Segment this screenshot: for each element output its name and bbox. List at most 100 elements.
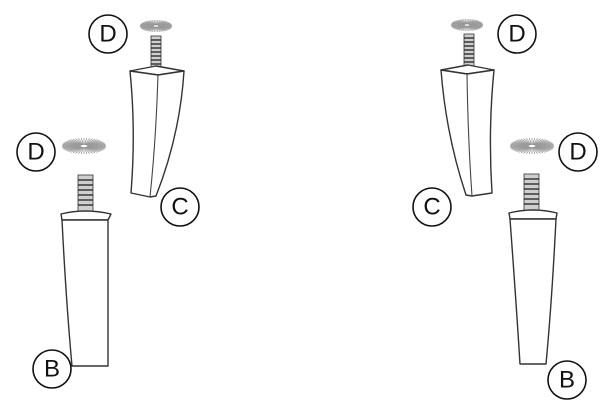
washer-ray: [525, 147, 532, 154]
washer-ray: [467, 19, 474, 25]
bolt-thread: [523, 173, 540, 213]
washer-ray: [516, 146, 530, 153]
washer-ray: [533, 147, 541, 154]
leg-body: [509, 218, 557, 365]
angled-leg-right: [440, 33, 495, 197]
washer-rays: [62, 137, 106, 155]
leg-top-face: [60, 210, 112, 221]
washer-ray: [467, 25, 474, 31]
washer-ray: [151, 26, 156, 33]
washer-ray: [528, 137, 532, 145]
washer-ray: [457, 19, 466, 25]
washer-ray: [88, 144, 106, 147]
washer-ray: [146, 20, 155, 26]
washer-ray: [468, 25, 476, 31]
callout-label: D: [508, 21, 525, 48]
washer-ray: [151, 19, 156, 26]
straight-leg-left: [60, 174, 112, 367]
leg-edge: [466, 73, 473, 197]
leg-body: [129, 70, 185, 198]
washer-ray: [70, 139, 82, 146]
bolt-thread: [150, 35, 162, 71]
washer-ray: [72, 147, 83, 154]
washer-ray: [156, 26, 163, 32]
washer-ray: [534, 139, 546, 146]
straight-leg-right: [508, 173, 558, 365]
bolt-thread-lines: [524, 178, 539, 205]
callout-label: D: [99, 21, 116, 48]
washer-ray: [523, 147, 531, 154]
washer-ray: [85, 138, 96, 145]
callout-d-top-right: D: [497, 14, 537, 54]
washer-ray: [533, 138, 544, 145]
callout-b-right: B: [547, 360, 587, 400]
washer-ray: [533, 138, 541, 145]
washer-ray: [464, 18, 467, 24]
washer-ray: [157, 26, 166, 32]
washer-ray: [518, 139, 530, 146]
washer-hole: [527, 143, 537, 149]
callout-d-mid-right: D: [558, 132, 598, 172]
callout-label: B: [44, 356, 60, 383]
washer-ray: [85, 147, 96, 154]
washer-ray: [470, 23, 483, 26]
washer-ray: [467, 18, 472, 25]
washer-ray: [80, 137, 84, 145]
washer-ray: [66, 140, 81, 146]
washer-ray: [514, 140, 529, 146]
leg-body: [440, 69, 495, 197]
washer-ray: [70, 146, 82, 153]
washer-ray: [467, 26, 470, 32]
washer-ray: [525, 138, 532, 145]
washer-ray: [535, 146, 552, 151]
washer-ray: [68, 146, 82, 153]
washer-ray: [534, 146, 548, 153]
leg-edge: [149, 74, 159, 198]
washer-ray: [467, 25, 472, 32]
washer-ray: [159, 24, 172, 27]
washer-ray: [84, 138, 91, 145]
washer-ray: [153, 19, 156, 25]
washer-ray: [153, 27, 156, 33]
washer-ray: [64, 141, 81, 146]
washer-ray: [462, 25, 467, 32]
washer-ray: [77, 147, 84, 154]
callout-label: C: [171, 194, 188, 221]
callout-label: D: [569, 139, 586, 166]
washer-ray: [520, 138, 531, 145]
washer-ray: [528, 147, 532, 155]
washer-ray: [85, 147, 93, 154]
washer-top-right: [451, 18, 483, 32]
washer-ray: [532, 137, 536, 145]
washer-ray: [523, 138, 531, 145]
washer-ray: [156, 20, 163, 26]
washer-mid-left: [62, 137, 106, 155]
callout-label: C: [423, 194, 440, 221]
washer-ray: [157, 26, 165, 32]
callout-c-left: C: [160, 187, 200, 227]
washer-ray: [75, 138, 83, 145]
leg-body: [61, 219, 109, 367]
washer-ray: [86, 146, 98, 153]
washer-ray: [464, 26, 467, 32]
washer-ray: [520, 147, 531, 154]
washer-ray: [462, 18, 467, 25]
washer-ray: [84, 147, 91, 154]
washer-ray: [84, 147, 88, 155]
washer-ray: [75, 147, 83, 154]
washer-ray: [516, 139, 530, 146]
bolt-thread: [463, 33, 475, 69]
washer-ray: [149, 20, 156, 26]
washer-ray: [87, 146, 104, 151]
washer-ray: [147, 20, 155, 26]
washer-ray: [535, 146, 550, 152]
washer-ray: [84, 137, 88, 145]
washer-ray: [85, 138, 93, 145]
angled-leg-left: [129, 35, 185, 198]
washer-ray: [156, 19, 159, 25]
washer-ray: [460, 25, 467, 31]
washer-ray: [536, 144, 554, 147]
washer-ray: [468, 25, 477, 31]
washer-ray: [532, 147, 536, 155]
washer-ray: [512, 141, 529, 146]
